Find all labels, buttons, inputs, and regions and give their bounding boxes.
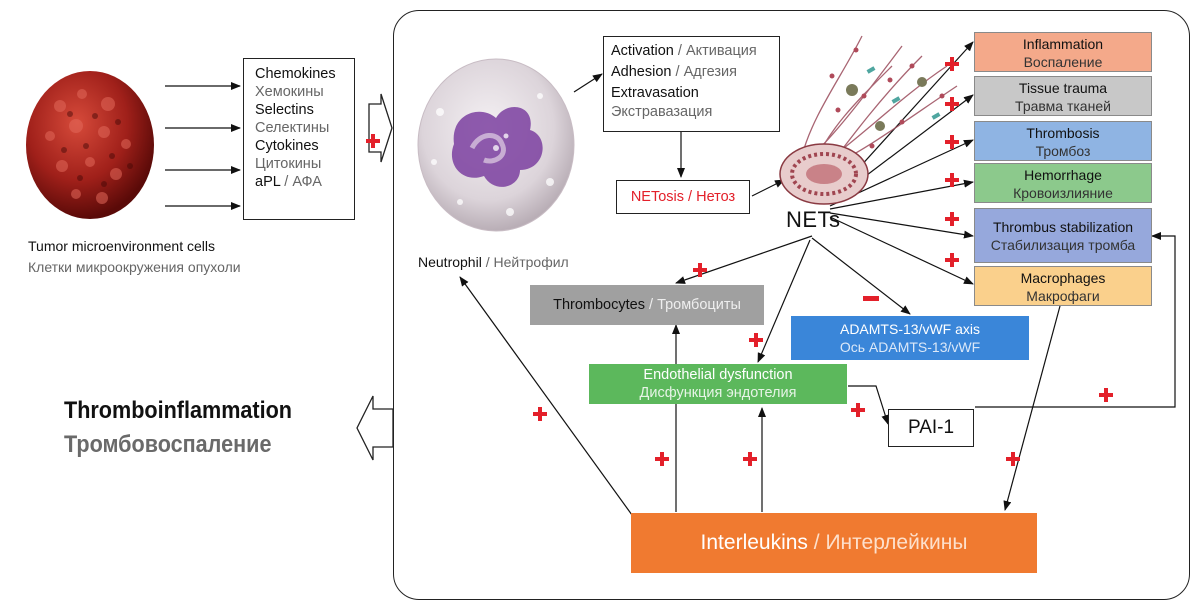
plus-sign — [945, 253, 959, 267]
mediators-box: Chemokines Хемокины Selectins Селектины … — [243, 58, 355, 220]
step-activation: Activation / Активация — [611, 43, 757, 59]
arrow-nets-hemorrhage — [829, 179, 974, 210]
arrow-endothelial-pai — [848, 385, 890, 425]
mediator-item: Selectins — [255, 102, 314, 118]
mediator-item-ru: Селектины — [255, 120, 330, 136]
plus-sign — [851, 403, 865, 417]
plus-sign — [743, 452, 757, 466]
thromboinflammation-ru: Тромбовоспаление — [64, 431, 272, 458]
step-adhesion: Adhesion / Адгезия — [611, 64, 738, 80]
tumor-label-ru: Клетки микроокружения опухоли — [28, 259, 241, 275]
pai1-box: PAI-1 — [888, 409, 974, 447]
arrow-macrophages-il — [1003, 305, 1061, 511]
plus-sign — [945, 97, 959, 111]
arrow-netosis-nets — [751, 179, 785, 197]
open-arrow-right — [368, 93, 393, 163]
neutrophil-image — [417, 58, 575, 232]
plus-sign — [693, 263, 707, 277]
thrombocytes-box: Thrombocytes / Тромбоциты — [530, 285, 764, 325]
plus-sign — [945, 135, 959, 149]
mediator-item-ru: Хемокины — [255, 84, 324, 100]
tumor-label: Tumor microenvironment cells Клетки микр… — [28, 236, 241, 278]
interleukins-box: Interleukins / Интерлейкины — [631, 513, 1037, 573]
nets-image — [779, 35, 958, 205]
open-arrow-left — [356, 395, 394, 461]
plus-sign — [655, 452, 669, 466]
tumor-label-en: Tumor microenvironment cells — [28, 238, 215, 254]
plus-sign — [749, 333, 763, 347]
neutrophil-label: Neutrophil / Нейтрофил — [418, 254, 569, 270]
arrow-nets-stabilization — [829, 212, 974, 239]
mediator-item-ru: Цитокины — [255, 156, 322, 172]
thromboinflammation-en: Thromboinflammation — [64, 397, 292, 424]
mediator-item: Cytokines — [255, 138, 319, 154]
arrow-il-neutrophil — [459, 276, 633, 516]
plus-sign — [945, 212, 959, 226]
arrow-pai-stabilization — [975, 232, 1176, 408]
arrow-nets-macrophages — [829, 216, 974, 285]
plus-sign — [945, 57, 959, 71]
step-extravasation: Extravasation — [611, 85, 699, 101]
tumor-cell-image — [26, 71, 154, 219]
arrow-nets-endothelial — [757, 239, 811, 363]
minus-sign — [863, 296, 879, 301]
plus-sign — [533, 407, 547, 421]
arrow-neutrophil-steps — [573, 73, 603, 93]
arrow-nets-adamts — [811, 237, 911, 315]
plus-sign — [945, 173, 959, 187]
mediator-item: Chemokines — [255, 66, 336, 82]
endothelial-box: Endothelial dysfunction Дисфункция эндот… — [589, 364, 847, 404]
netosis-box: NETosis / Нетоз — [616, 180, 750, 214]
plus-sign — [366, 134, 380, 148]
plus-sign — [1099, 388, 1113, 402]
mediator-item: aPL / АФА — [255, 174, 322, 190]
activation-steps-box: Activation / Активация Adhesion / Адгези… — [603, 36, 780, 132]
nets-label: NETs — [786, 207, 841, 232]
adamts-box: ADAMTS-13/vWF axis Ось ADAMTS-13/vWF — [791, 316, 1029, 360]
step-extravasation-ru: Экстравазация — [611, 104, 713, 120]
thromboinflammation-label: Thromboinflammation Тромбовоспаление — [64, 394, 292, 462]
plus-sign — [1006, 452, 1020, 466]
